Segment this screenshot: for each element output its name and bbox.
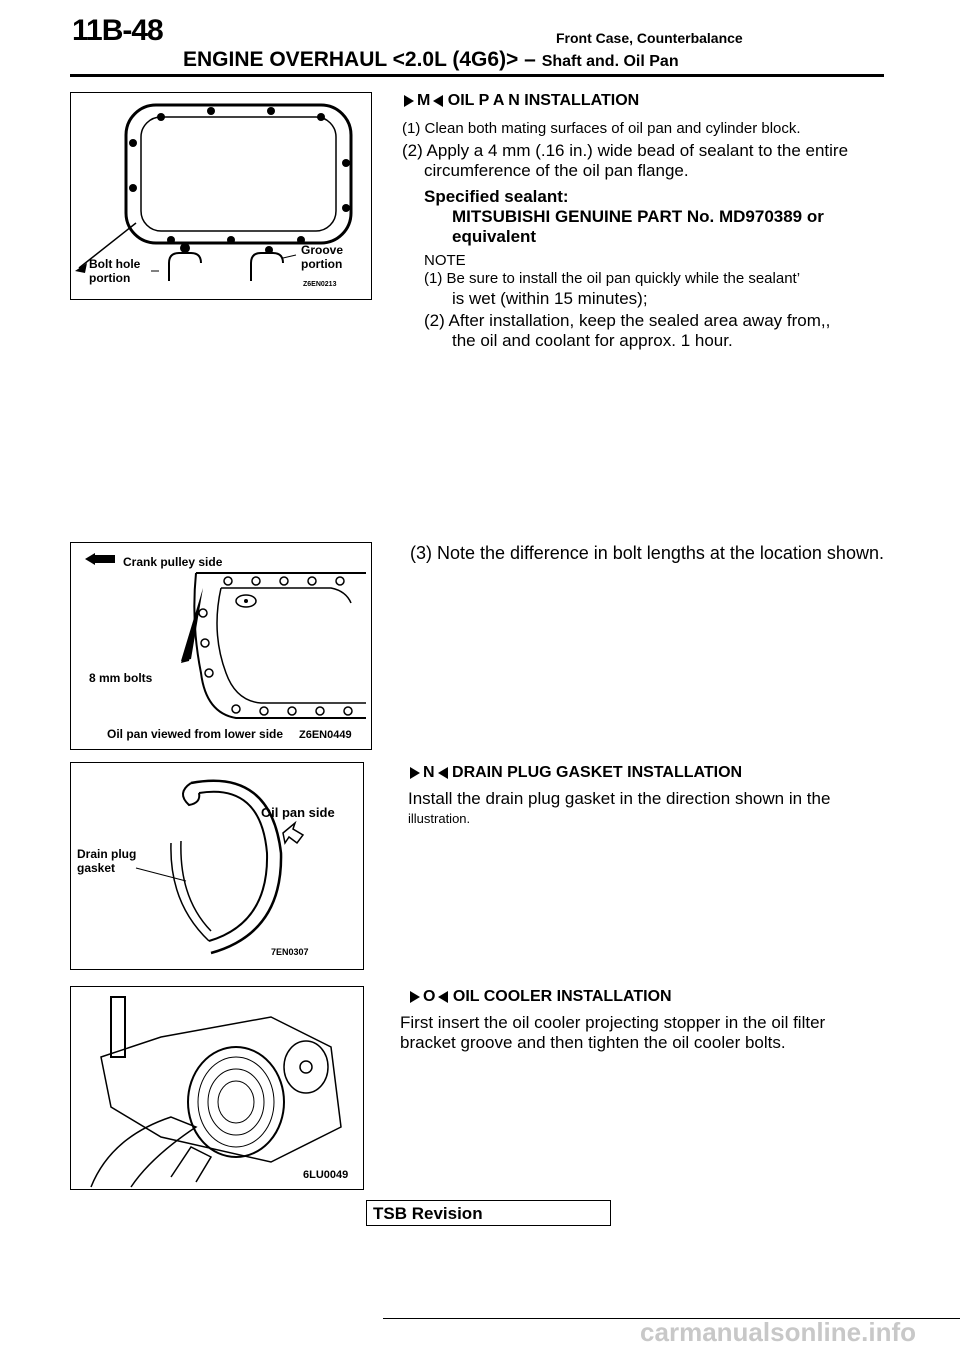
page-title: ENGINE OVERHAUL <2.0L (4G6)> – Shaft and… — [183, 48, 679, 72]
oil-pan-sealant-drawing — [75, 103, 353, 281]
figure-oil-pan-bolts: Crank pulley side 8 mm bolts Oil pan vie… — [70, 542, 372, 750]
oil-pan-step-1: (1) Clean both mating surfaces of oil pa… — [402, 120, 801, 137]
figure-code: Z6EN0213 — [303, 281, 337, 288]
drain-plug-body-a: Install the drain plug gasket in the dir… — [408, 789, 831, 808]
oil-pan-side-label: Oil pan side — [261, 805, 335, 820]
arrow-left-icon — [437, 766, 448, 779]
section-marker: O — [423, 988, 436, 1005]
page-title-main: ENGINE OVERHAUL <2.0L (4G6)> – — [183, 48, 536, 71]
drain-plug-label: Drain plug — [77, 847, 137, 861]
oil-cooler-body-a: First insert the oil cooler projecting s… — [400, 1013, 826, 1032]
figure-oil-cooler: 6LU0049 — [70, 986, 364, 1190]
drain-plug-gasket-drawing — [135, 779, 305, 955]
oil-pan-step-2b: circumference of the oil pan flange. — [424, 161, 689, 180]
note-1b: is wet (within 15 minutes); — [452, 289, 648, 308]
oil-cooler-body-b: bracket groove and then tighten the oil … — [400, 1033, 786, 1052]
arrow-left-icon — [433, 94, 444, 107]
bolts-label: 8 mm bolts — [89, 671, 153, 685]
sealant-label: Specified sealant: — [424, 187, 569, 206]
drain-plug-body-b: illustration. — [408, 811, 471, 826]
footer-rule — [383, 1318, 960, 1319]
page-number: 11B-48 — [72, 14, 164, 47]
oil-pan-step-2a: (2) Apply a 4 mm (.16 in.) wide bead of … — [402, 141, 849, 160]
oil-cooler-drawing — [90, 996, 342, 1188]
bolt-hole-label: Bolt hole portion — [89, 257, 141, 285]
note-1a: (1) Be sure to install the oil pan quick… — [424, 270, 801, 287]
note-2a: (2) After installation, keep the sealed … — [424, 311, 831, 330]
groove-label: Groove portion — [301, 243, 344, 271]
header-subtitle-1: Front Case, Counterbalance — [556, 30, 743, 46]
arrow-right-icon — [404, 94, 414, 107]
figure-code: Z6EN0449 — [299, 729, 352, 741]
section-marker: M — [417, 92, 431, 109]
note-2b: the oil and coolant for approx. 1 hour. — [452, 331, 733, 350]
header-rule — [70, 74, 884, 77]
arrow-right-icon — [410, 766, 420, 779]
gasket-label: gasket — [77, 861, 116, 875]
figure-oil-pan-sealant: Bolt hole portion Groove portion Z6EN021… — [70, 92, 372, 300]
figure-code: 7EN0307 — [271, 947, 309, 957]
arrow-left-icon — [438, 990, 449, 1003]
crank-pulley-label: Crank pulley side — [123, 555, 223, 569]
figure-code: 6LU0049 — [303, 1169, 349, 1181]
drain-plug-heading-text: DRAIN PLUG GASKET INSTALLATION — [452, 764, 743, 781]
oil-pan-heading: M OIL P A N INSTALLATION — [404, 92, 639, 110]
oil-pan-bolts-drawing — [85, 553, 366, 719]
tsb-revision-box: TSB Revision — [366, 1200, 611, 1226]
header-subtitle-2: Shaft and. Oil Pan — [541, 53, 679, 70]
lower-side-label: Oil pan viewed from lower side — [107, 727, 284, 741]
oil-cooler-heading-text: OIL COOLER INSTALLATION — [452, 988, 672, 1005]
drain-plug-heading: N DRAIN PLUG GASKET INSTALLATION — [410, 764, 742, 782]
oil-pan-heading-text: OIL P A N INSTALLATION — [447, 92, 640, 109]
note-label: NOTE — [424, 252, 466, 269]
figure-drain-plug-gasket: Oil pan side Drain plug gasket 7EN0307 — [70, 762, 364, 970]
arrow-right-icon — [410, 990, 420, 1003]
watermark: carmanualsonline.info — [640, 1317, 916, 1347]
oil-cooler-heading: O OIL COOLER INSTALLATION — [410, 988, 672, 1006]
oil-pan-step-3: (3) Note the difference in bolt lengths … — [410, 543, 884, 563]
sealant-value-a: MITSUBISHI GENUINE PART No. MD970389 or — [452, 207, 824, 226]
sealant-value-b: equivalent — [452, 227, 537, 246]
section-marker: N — [423, 764, 435, 781]
